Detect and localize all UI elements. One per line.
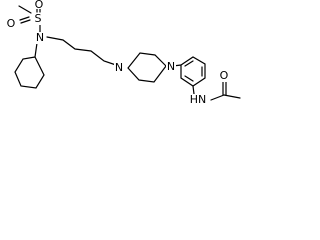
butyl-chain (46, 36, 117, 66)
label-bg-s (33, 13, 43, 25)
molecule-svg: O S O N N N HN O (6, 0, 241, 106)
benzene-ring (180, 56, 206, 87)
bond-methyl-s (18, 5, 32, 14)
bond-phenyl-nh (192, 85, 195, 95)
atom-n-piperazine-left: N (115, 61, 123, 74)
atom-n-sulfonamide: N (36, 31, 44, 44)
bond-carbonyl-methyl (223, 94, 241, 99)
bond-s-o-left-2 (20, 19, 31, 24)
atom-o-sulfonyl-left: O (7, 17, 16, 30)
label-bg-o-carbonyl (219, 70, 229, 82)
label-bg-o-left (6, 18, 16, 30)
benzene-double-1 (184, 60, 194, 67)
bond-n-cyclohexyl (34, 42, 38, 58)
bond-nh-carbonyl (210, 94, 225, 101)
label-bg-piperazine-n-left (114, 62, 124, 74)
label-bg-hn (188, 94, 208, 106)
label-bg-n (35, 32, 45, 44)
cyclohexane-ring (14, 56, 45, 89)
atom-o-sulfonyl-right: O (35, 0, 44, 11)
atom-o-carbonyl: O (220, 69, 229, 82)
structure-diagram: O S O N N N HN O (0, 0, 252, 128)
label-bg-piperazine-n-right (166, 61, 176, 73)
atom-n-piperazine-right: N (167, 60, 175, 73)
label-bg-o-right (34, 0, 44, 9)
piperazine-ring (127, 52, 167, 83)
bond-s-o-left-1 (19, 16, 30, 21)
atom-hn-amide: HN (190, 93, 207, 106)
atom-sulfur: S (35, 12, 42, 25)
benzene-double-3 (184, 75, 194, 82)
